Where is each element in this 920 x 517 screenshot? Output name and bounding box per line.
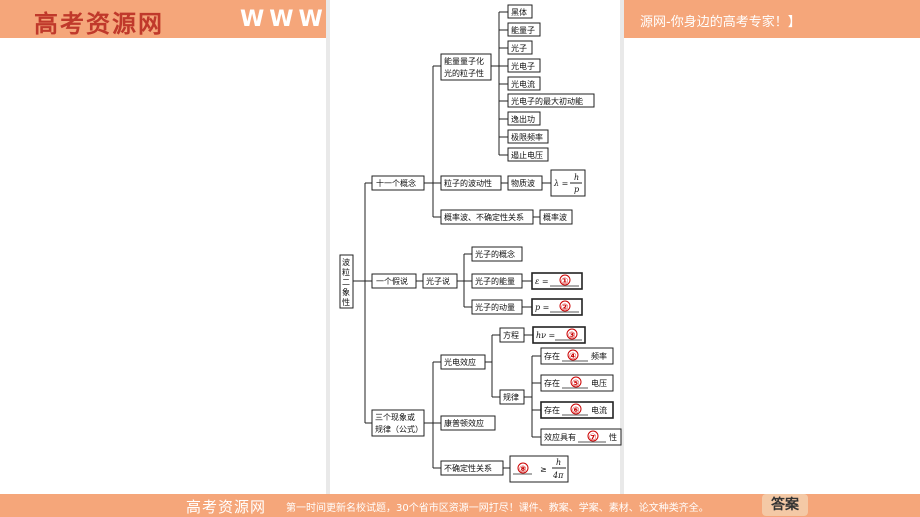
photon-theory-label: 光子说 xyxy=(426,276,450,286)
footer-banner: 高考资源网 第一时间更新名校试题，30个省市区资源一网打尽！课件、教案、学案、素… xyxy=(0,494,920,517)
photoelectric-label: 光电效应 xyxy=(444,357,476,367)
site-logo: 高考资源网 xyxy=(34,9,164,38)
blank-5: ⑤ xyxy=(572,379,580,389)
ten-concepts-label: 十一个概念 xyxy=(376,178,416,188)
uncertainty-den: 4π xyxy=(552,471,564,480)
root-char-2: 粒 xyxy=(342,267,350,277)
concept-item-4: 光电流 xyxy=(511,79,535,89)
blank-1: ① xyxy=(561,277,569,287)
law-3-prefix: 存在 xyxy=(544,405,560,415)
equation-label: 方程 xyxy=(503,330,519,340)
concept-item-1: 能量子 xyxy=(511,25,535,35)
concept-item-5: 光电子的最大初动能 xyxy=(511,96,583,106)
quantization-label-2: 光的粒子性 xyxy=(444,68,484,78)
footer-logo: 高考资源网 xyxy=(186,498,267,516)
de-broglie-den: p xyxy=(574,185,579,194)
laws-label: 规律 xyxy=(503,392,519,402)
root-connectors xyxy=(353,182,372,424)
site-www: WWW xyxy=(240,7,328,32)
law-2-prefix: 存在 xyxy=(544,378,560,388)
compton-label: 康普顿效应 xyxy=(444,418,484,428)
law-1-prefix: 存在 xyxy=(544,351,560,361)
branch-hypothesis: 一个假说 光子说 光子的概念 光子的能量 ε = ① 光子的动量 p = ② xyxy=(371,246,583,316)
probability-wave-label: 概率波 xyxy=(543,212,567,222)
momentum-formula: p = xyxy=(535,303,549,312)
quantization-label-1: 能量量子化 xyxy=(444,56,484,66)
root-char-5: 性 xyxy=(342,297,350,307)
law-4-prefix: 效应具有 xyxy=(544,432,576,442)
site-slogan: 源网-你身边的高考专家！】 xyxy=(640,15,801,30)
concept-item-6: 逸出功 xyxy=(511,114,535,124)
concept-item-8: 遏止电压 xyxy=(511,150,543,160)
law-3-suffix: 电流 xyxy=(591,405,607,415)
blank-3: ③ xyxy=(568,331,576,341)
phenomena-label-2: 规律（公式） xyxy=(375,424,423,434)
photon-momentum-label: 光子的动量 xyxy=(475,302,515,312)
root-char-3: 二 xyxy=(342,278,350,287)
blank-4: ④ xyxy=(569,352,577,362)
law-2-suffix: 电压 xyxy=(591,378,607,388)
blank-6: ⑥ xyxy=(572,406,580,416)
hypothesis-label: 一个假说 xyxy=(376,276,408,286)
de-broglie-num: h xyxy=(574,173,579,182)
uncertainty-num: h xyxy=(556,458,561,467)
root-node: 波 粒 二 象 性 xyxy=(339,254,354,309)
concept-item-0: 黑体 xyxy=(511,7,527,17)
root-char-1: 波 xyxy=(342,257,350,267)
de-broglie-lhs: λ = xyxy=(553,179,568,188)
energy-formula: ε = xyxy=(535,277,549,286)
law-4-suffix: 性 xyxy=(609,432,617,442)
blank-8: ⑧ xyxy=(519,465,527,475)
footer-notice: 第一时间更新名校试题，30个省市区资源一网打尽！课件、教案、学案、素材、论文种类… xyxy=(286,503,709,514)
root-char-4: 象 xyxy=(342,287,350,297)
answer-button[interactable]: 答案 xyxy=(762,494,808,516)
blank-7: ⑦ xyxy=(589,433,597,443)
photon-energy-label: 光子的能量 xyxy=(475,276,515,286)
branch-phenomena: 三个现象或 规律（公式） 光电效应 方程 hν = ③ 规律 存在 ④ 频率 xyxy=(371,326,622,483)
concept-item-7: 极限频率 xyxy=(511,132,543,142)
concept-item-3: 光电子 xyxy=(511,61,535,71)
blank-2: ② xyxy=(561,303,569,313)
law-1-suffix: 频率 xyxy=(591,351,607,361)
matter-wave-label: 物质波 xyxy=(511,178,535,188)
concept-item-2: 光子 xyxy=(511,43,527,53)
phenomena-label-1: 三个现象或 xyxy=(375,412,415,422)
uncertainty-label: 不确定性关系 xyxy=(444,463,492,473)
photon-concept-label: 光子的概念 xyxy=(475,249,515,259)
uncertainty-rel: ≥ xyxy=(540,465,547,474)
branch-ten-concepts: 十一个概念 能量量子化 光的粒子性 黑体 能量子 光子 光电子 光电流 光电子的… xyxy=(371,4,595,225)
equation-formula: hν = xyxy=(536,331,555,340)
probability-label: 概率波、不确定性关系 xyxy=(444,212,524,222)
wave-particle-label: 粒子的波动性 xyxy=(444,178,492,188)
